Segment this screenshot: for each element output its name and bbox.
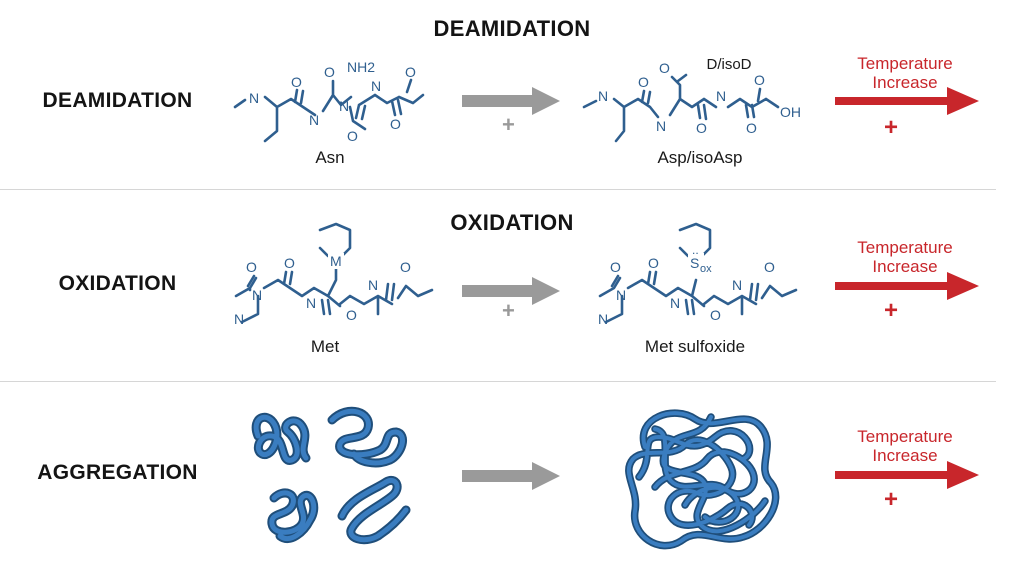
oxidation-temperature-line1: Temperature xyxy=(857,238,953,257)
met-atom-o4: O xyxy=(400,259,411,275)
met-atom-n4: N xyxy=(234,311,244,327)
sulfoxide-ring-atom: S xyxy=(690,255,699,271)
deamidation-temperature-line1: Temperature xyxy=(857,54,953,73)
asn-atom-n1: N xyxy=(249,90,259,106)
divider-2 xyxy=(0,381,996,382)
sulfoxide-atom-o4: O xyxy=(764,259,775,275)
monomer-proteins xyxy=(251,406,411,545)
asn-label: Asn xyxy=(315,148,345,167)
monomer-1 xyxy=(251,412,311,465)
aggregation-temperature-line2: Increase xyxy=(872,446,938,465)
monomer-3 xyxy=(267,488,319,544)
deamidation-temperature-arrow xyxy=(835,87,979,115)
met-sulfoxide-structure: O O N N N O O N .. S ox xyxy=(598,222,798,327)
asn-atom-o2: O xyxy=(324,64,335,80)
aggregation-temperature-text: Temperature Increase xyxy=(830,427,980,465)
asn-atom-o5: O xyxy=(405,64,416,80)
asp-structure: N O O N N O O OH O xyxy=(582,60,801,143)
asn-structure: N O O NH2 N N O N O O xyxy=(233,59,425,144)
oxidation-reaction-arrow xyxy=(462,277,560,305)
oxidation-row-label: OXIDATION xyxy=(58,272,177,295)
aggregation-temperature-plus: + xyxy=(884,486,899,513)
sulfoxide-ring-sub: ox xyxy=(700,263,712,275)
oxidation-plus: + xyxy=(502,298,515,323)
asp-label: Asp/isoAsp xyxy=(657,148,743,167)
deamidation-title: DEAMIDATION xyxy=(433,16,591,41)
met-atom-n1: N xyxy=(252,287,262,303)
oxidation-temperature-plus: + xyxy=(884,297,899,324)
aggregation-temperature-arrow xyxy=(835,461,979,489)
aggregation-row-label: AGGREGATION xyxy=(37,461,198,484)
monomer-4 xyxy=(337,476,411,545)
aggregation-reaction-arrow xyxy=(462,462,560,490)
asp-atom-o4: O xyxy=(746,120,757,136)
asn-atom-n4: N xyxy=(371,78,381,94)
oxidation-temperature-line2: Increase xyxy=(872,257,938,276)
asp-atom-o2: O xyxy=(659,60,670,76)
asn-atom-o4: O xyxy=(390,116,401,132)
met-atom-o1: O xyxy=(246,259,257,275)
deamidation-reaction-arrow xyxy=(462,87,560,115)
met-atom-o3: O xyxy=(346,307,357,323)
met-atom-o2: O xyxy=(284,255,295,271)
oxidation-title: OXIDATION xyxy=(450,210,574,235)
asp-atom-o5: O xyxy=(754,72,765,88)
asp-atom-n1: N xyxy=(598,88,608,104)
asn-atom-n3: N xyxy=(339,98,349,114)
sulfoxide-atom-n3: N xyxy=(732,277,742,293)
oxidation-temperature-arrow xyxy=(835,272,979,300)
asp-tag: D/isoD xyxy=(706,56,752,73)
asn-atom-n2: N xyxy=(309,112,319,128)
asp-atom-oh: OH xyxy=(780,104,801,120)
deamidation-row-label: DEAMIDATION xyxy=(42,89,193,112)
deamidation-temperature-text: Temperature Increase xyxy=(830,54,980,92)
oxidation-temperature-text: Temperature Increase xyxy=(830,238,980,276)
met-label: Met xyxy=(310,337,340,356)
asp-atom-o3: O xyxy=(696,120,707,136)
met-atom-n3: N xyxy=(368,277,378,293)
divider-1 xyxy=(0,189,996,190)
met-ring-atom: M xyxy=(330,253,342,269)
sulfoxide-atom-o1: O xyxy=(610,259,621,275)
deamidation-plus: + xyxy=(502,112,515,137)
sulfoxide-atom-n2: N xyxy=(670,295,680,311)
sulfoxide-atom-o3: O xyxy=(710,307,721,323)
asp-atom-n2: N xyxy=(656,118,666,134)
deamidation-temperature-plus: + xyxy=(884,114,899,141)
met-structure: O O N N N O O N M xyxy=(234,222,434,327)
monomer-2 xyxy=(327,406,408,468)
asn-atom-nh2: NH2 xyxy=(347,59,375,75)
sulfoxide-atom-n4: N xyxy=(598,311,608,327)
sulfoxide-lone-pair: .. xyxy=(692,243,699,257)
asn-atom-o3: O xyxy=(347,128,358,144)
deamidation-temperature-line2: Increase xyxy=(872,73,938,92)
sulfoxide-atom-o2: O xyxy=(648,255,659,271)
met-sulfoxide-label: Met sulfoxide xyxy=(644,337,746,356)
protein-aggregate xyxy=(625,409,780,550)
asp-atom-n3: N xyxy=(716,88,726,104)
asp-atom-o1: O xyxy=(638,74,649,90)
asn-atom-o1: O xyxy=(291,74,302,90)
sulfoxide-atom-n1: N xyxy=(616,287,626,303)
met-atom-n2: N xyxy=(306,295,316,311)
aggregation-temperature-line1: Temperature xyxy=(857,427,953,446)
